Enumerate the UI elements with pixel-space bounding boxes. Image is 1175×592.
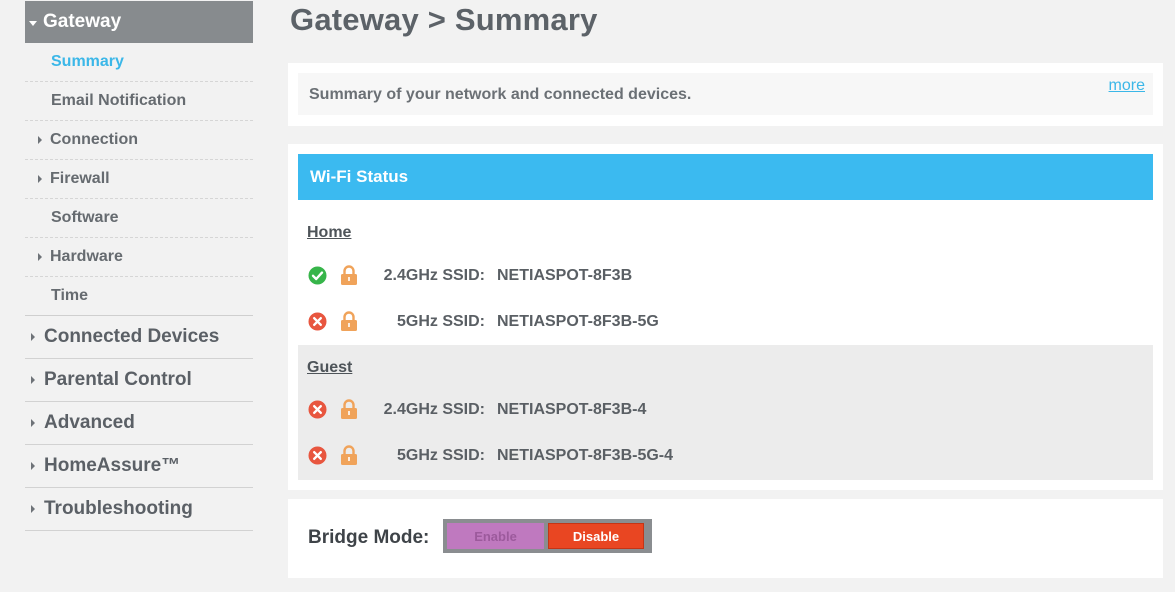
enable-button[interactable]: Enable	[447, 523, 544, 549]
caret-right-icon	[31, 376, 35, 384]
wifi-section-guest: Guest 2.4GHz SSID: NETIASPOT-8F3B-4	[298, 345, 1153, 480]
caret-right-icon	[38, 253, 42, 261]
sidebar-item-label: Advanced	[44, 412, 135, 433]
wifi-status-card: Wi-Fi Status Home 2.4GHz SSID: NETIASPOT…	[288, 144, 1163, 490]
summary-box: Summary of your network and connected de…	[298, 73, 1153, 115]
sidebar-item-label: Hardware	[50, 248, 123, 265]
sidebar-subitem-summary[interactable]: Summary	[25, 43, 253, 82]
lock-icon	[338, 444, 360, 466]
section-label-guest: Guest	[307, 359, 353, 376]
ssid-row: 2.4GHz SSID: NETIASPOT-8F3B-4	[298, 398, 1153, 422]
bridge-mode-label: Bridge Mode:	[308, 527, 430, 548]
summary-text: Summary of your network and connected de…	[309, 86, 692, 103]
ssid-value: NETIASPOT-8F3B-5G	[497, 313, 659, 330]
sidebar-item-label: Time	[51, 287, 89, 304]
x-circle-icon	[308, 312, 327, 331]
sidebar-item-connected-devices[interactable]: Connected Devices	[25, 316, 253, 359]
sidebar-subitem-time[interactable]: Time	[25, 277, 253, 316]
sidebar-item-parental-control[interactable]: Parental Control	[25, 359, 253, 402]
ssid-row: 5GHz SSID: NETIASPOT-8F3B-5G	[298, 310, 1153, 334]
sidebar-item-label: Parental Control	[44, 369, 192, 390]
more-link[interactable]: more	[1108, 77, 1145, 94]
ssid-value: NETIASPOT-8F3B-5G-4	[497, 447, 674, 464]
section-label-home: Home	[307, 224, 352, 241]
sidebar-subitem-connection[interactable]: Connection	[25, 121, 253, 160]
sidebar-subitem-firewall[interactable]: Firewall	[25, 160, 253, 199]
ssid-value: NETIASPOT-8F3B-4	[497, 401, 647, 418]
caret-right-icon	[31, 419, 35, 427]
sidebar-item-label: HomeAssure™	[44, 455, 181, 476]
wifi-status-header: Wi-Fi Status	[298, 154, 1153, 200]
caret-right-icon	[38, 136, 42, 144]
band-label: 2.4GHz SSID:	[383, 267, 485, 284]
sidebar-item-label: Gateway	[43, 11, 122, 32]
lock-icon	[338, 310, 360, 332]
sidebar-subitem-hardware[interactable]: Hardware	[25, 238, 253, 277]
page-title: Gateway > Summary	[290, 2, 598, 37]
sidebar-item-gateway[interactable]: Gateway	[25, 1, 253, 43]
caret-right-icon	[38, 175, 42, 183]
bridge-mode-toggle: Enable Disable	[443, 519, 652, 553]
caret-right-icon	[31, 505, 35, 513]
sidebar-item-label: Connected Devices	[44, 326, 220, 347]
sidebar-item-label: Troubleshooting	[44, 498, 193, 519]
caret-right-icon	[31, 333, 35, 341]
caret-down-icon	[29, 20, 37, 26]
disable-button[interactable]: Disable	[548, 523, 644, 549]
sidebar-item-label: Email Notification	[51, 92, 187, 109]
ssid-value: NETIASPOT-8F3B	[497, 267, 633, 284]
ssid-row: 2.4GHz SSID: NETIASPOT-8F3B	[298, 264, 1153, 288]
wifi-section-home: Home 2.4GHz SSID: NETIASPOT-8F3B	[298, 200, 1153, 345]
check-circle-icon	[308, 266, 327, 285]
band-label: 2.4GHz SSID:	[383, 401, 485, 418]
summary-card: Summary of your network and connected de…	[288, 63, 1163, 126]
sidebar-item-label: Software	[51, 209, 119, 226]
sidebar-subitem-software[interactable]: Software	[25, 199, 253, 238]
lock-icon	[338, 398, 360, 420]
sidebar-item-label: Firewall	[50, 170, 110, 187]
sidebar-item-homeassure[interactable]: HomeAssure™	[25, 445, 253, 488]
sidebar: Gateway Summary Email Notification Conne…	[25, 1, 253, 531]
sidebar-subitem-email-notification[interactable]: Email Notification	[25, 82, 253, 121]
sidebar-item-advanced[interactable]: Advanced	[25, 402, 253, 445]
caret-right-icon	[31, 462, 35, 470]
bridge-mode-card: Bridge Mode: Enable Disable	[288, 499, 1163, 578]
sidebar-item-troubleshooting[interactable]: Troubleshooting	[25, 488, 253, 531]
x-circle-icon	[308, 446, 327, 465]
ssid-row: 5GHz SSID: NETIASPOT-8F3B-5G-4	[298, 444, 1153, 468]
band-label: 5GHz SSID:	[396, 447, 485, 464]
lock-icon	[338, 264, 360, 286]
x-circle-icon	[308, 400, 327, 419]
sidebar-item-label: Summary	[51, 53, 124, 70]
band-label: 5GHz SSID:	[396, 313, 485, 330]
sidebar-item-label: Connection	[50, 131, 138, 148]
